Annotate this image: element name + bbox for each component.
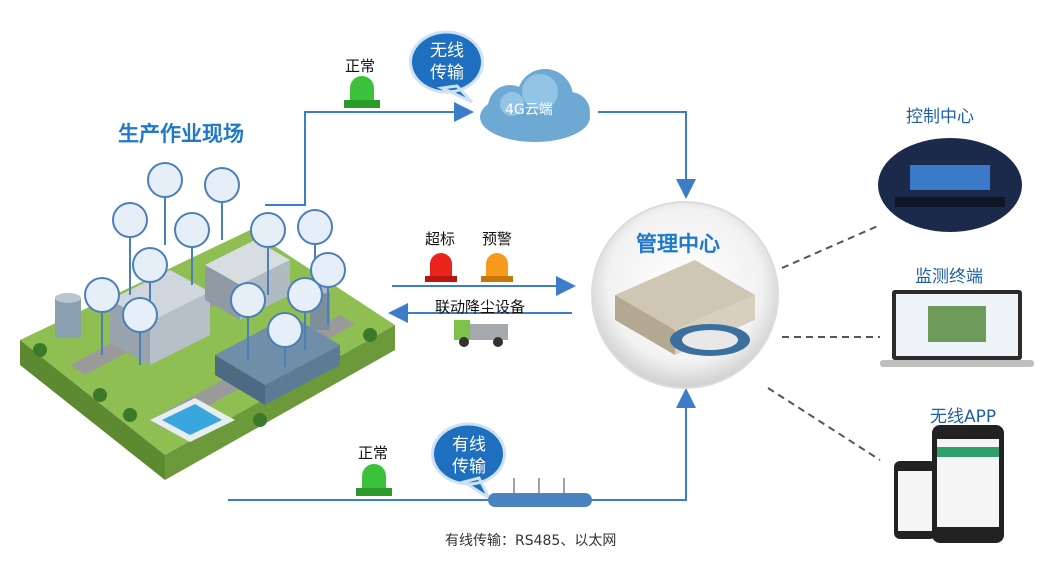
sensor-pin-icon <box>174 212 210 285</box>
wired-caption: 有线传输：RS485、以太网 <box>445 533 617 549</box>
monitor-terminal-label: 监测终端 <box>915 267 983 287</box>
cable-icon <box>488 478 592 507</box>
wired-status-label: 正常 <box>358 444 389 462</box>
wireless-bubble-line2: 传输 <box>430 63 464 83</box>
laptop-icon <box>880 290 1034 367</box>
site-title: 生产作业现场 <box>118 122 244 146</box>
red-alarm-icon <box>425 253 457 282</box>
sensor-pin-icon <box>287 277 323 350</box>
linkage-label: 联动降尘设备 <box>435 298 526 316</box>
dust-truck-icon <box>454 320 508 347</box>
wireless-bubble <box>409 30 484 104</box>
sensor-pin-icon <box>267 312 303 367</box>
wired-bubble-line1: 有线 <box>452 435 486 455</box>
sensor-pin-icon <box>147 162 183 245</box>
wired-bubble-line2: 传输 <box>452 457 486 477</box>
green-light-icon <box>356 464 392 496</box>
wireless-bubble-line1: 无线 <box>430 41 464 61</box>
wireless-status-label: 正常 <box>345 57 376 75</box>
sensor-pin-icon <box>122 297 158 365</box>
sensor-pin-icon <box>230 282 266 360</box>
control-room-image <box>878 138 1022 232</box>
alert-warning-label: 预警 <box>482 230 513 248</box>
sensor-pin-icon <box>84 277 120 355</box>
wireless-app-label: 无线APP <box>930 407 997 427</box>
sensor-pin-icon <box>250 212 286 295</box>
center-title: 管理中心 <box>636 232 720 256</box>
wired-bubble <box>431 422 506 500</box>
cloud-label: 4G云端 <box>505 102 553 118</box>
control-center-label: 控制中心 <box>906 107 974 127</box>
management-center-building <box>591 201 779 389</box>
cloud-icon <box>480 69 590 142</box>
sensor-pin-icon <box>112 202 148 295</box>
sensor-pins <box>84 162 346 367</box>
mobile-devices-icon <box>894 425 1004 543</box>
green-light-icon <box>344 76 380 108</box>
alert-over-limit-label: 超标 <box>425 230 456 248</box>
sensor-pin-icon <box>310 252 346 325</box>
sensor-pin-icon <box>204 167 240 240</box>
orange-alarm-icon <box>481 253 513 282</box>
